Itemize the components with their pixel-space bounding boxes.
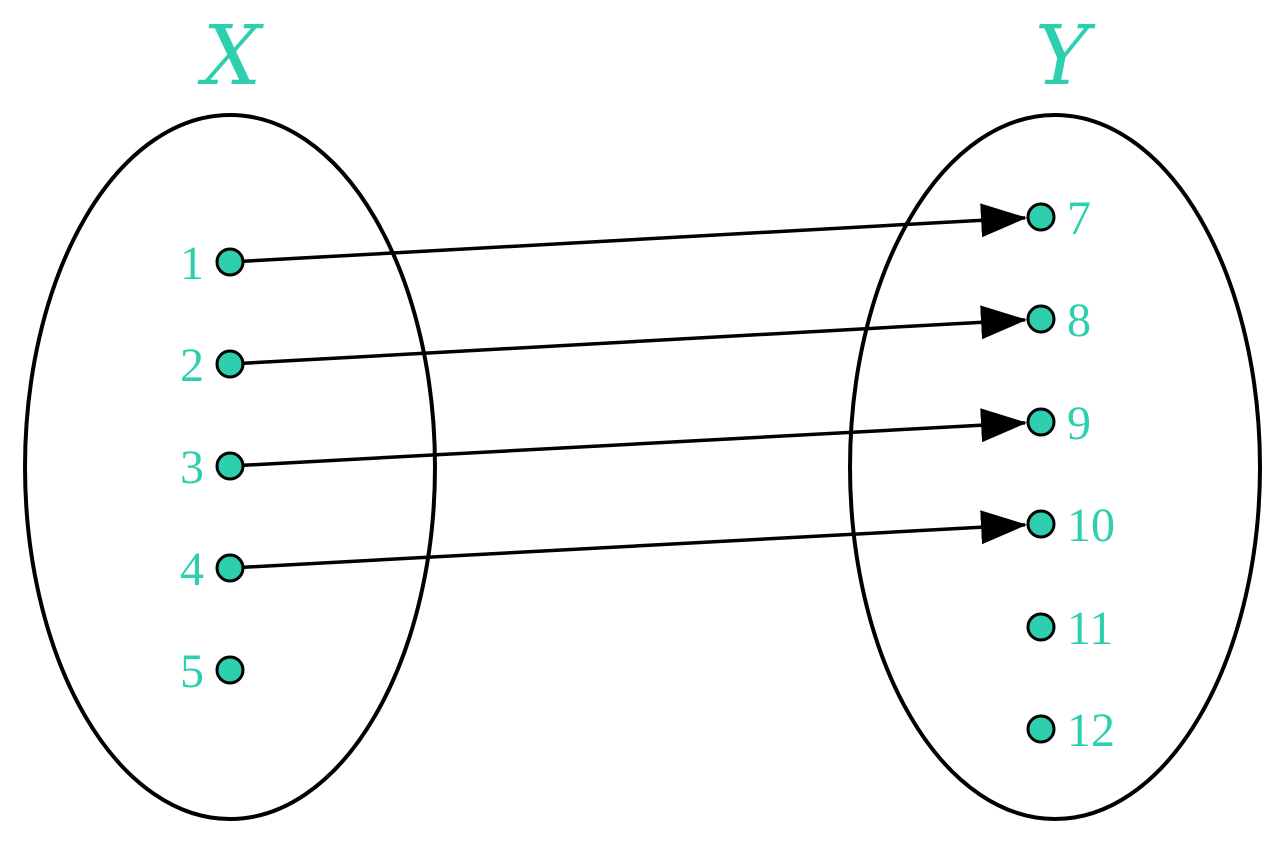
arrow-3-to-9 xyxy=(229,408,1028,468)
mapping-arrows xyxy=(229,203,1028,570)
set-y-label: Y xyxy=(1035,9,1096,104)
arrow-2-to-8 xyxy=(229,305,1028,366)
set-x-ellipse xyxy=(23,113,437,821)
set-x-elements: 1 2 3 4 5 xyxy=(180,237,245,698)
x-element-dot-4 xyxy=(215,553,245,583)
y-element-label-10: 10 xyxy=(1067,499,1115,552)
set-y-ellipse xyxy=(848,113,1262,821)
x-element-label-5: 5 xyxy=(180,645,204,698)
y-element-dot-10 xyxy=(1026,509,1056,539)
x-element-dot-2 xyxy=(215,349,245,379)
x-element-label-2: 2 xyxy=(180,339,204,392)
x-element-label-4: 4 xyxy=(180,543,204,596)
arrow-4-to-10 xyxy=(229,510,1028,570)
x-element-dot-1 xyxy=(215,247,245,277)
set-y-elements: 7 8 9 10 11 12 xyxy=(1026,192,1115,757)
x-element-label-1: 1 xyxy=(180,237,204,290)
y-element-label-8: 8 xyxy=(1067,294,1091,347)
y-element-dot-8 xyxy=(1026,304,1056,334)
y-element-label-9: 9 xyxy=(1067,397,1091,450)
y-element-label-11: 11 xyxy=(1067,602,1113,655)
y-element-dot-7 xyxy=(1026,202,1056,232)
x-element-dot-3 xyxy=(215,451,245,481)
x-element-dot-5 xyxy=(215,655,245,685)
y-element-label-7: 7 xyxy=(1067,192,1091,245)
y-element-dot-11 xyxy=(1026,612,1056,642)
y-element-label-12: 12 xyxy=(1067,704,1115,757)
y-element-dot-12 xyxy=(1026,714,1056,744)
arrow-1-to-7 xyxy=(229,203,1028,264)
x-element-label-3: 3 xyxy=(180,441,204,494)
y-element-dot-9 xyxy=(1026,407,1056,437)
set-x-label: X xyxy=(197,9,265,104)
